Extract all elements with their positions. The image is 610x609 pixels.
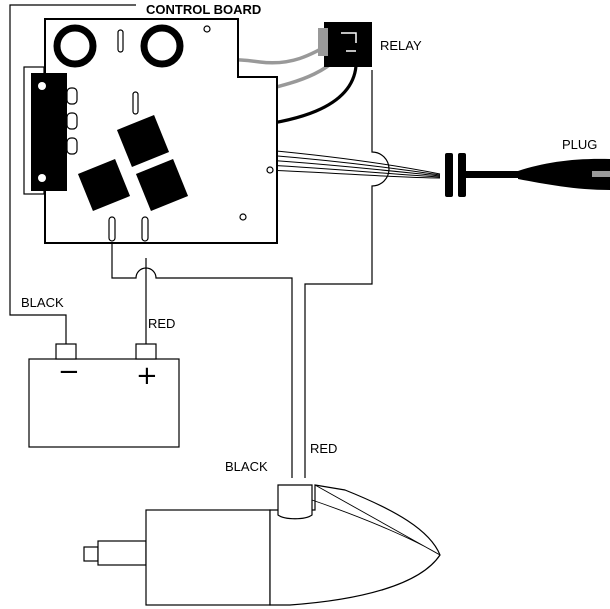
mount-hole-mid [266, 166, 274, 174]
battery-negative-terminal [55, 343, 77, 360]
battery: − + BLACK RED [21, 295, 180, 448]
transistor-top [116, 114, 170, 168]
control-board-label: CONTROL BOARD [146, 2, 261, 17]
relay: RELAY [318, 22, 422, 67]
motor-wire-entry [277, 484, 313, 520]
battery-negative-sign: − [58, 357, 80, 387]
slot-bottom-left [108, 216, 116, 242]
battery-positive-sign: + [136, 361, 158, 391]
battery-red-label: RED [148, 316, 175, 331]
transistor-left [77, 158, 131, 212]
plug-head [518, 158, 610, 190]
relay-label: RELAY [380, 38, 422, 53]
plug-cord [466, 171, 522, 178]
slot-upper [132, 91, 139, 115]
plug-prong [592, 171, 610, 177]
capacitor-right [140, 24, 184, 68]
plug: PLUG [445, 137, 610, 197]
battery-positive-terminal [135, 343, 157, 360]
relay-body [324, 22, 372, 67]
motor-shaft [97, 540, 147, 566]
motor-red-label: RED [310, 441, 337, 456]
mount-hole-bottom [239, 213, 247, 221]
plug-harness [265, 149, 441, 179]
relay-pins [341, 32, 357, 52]
slot-bottom-right [141, 216, 149, 242]
relay-tab [318, 28, 328, 56]
slot-top [117, 29, 124, 53]
mount-hole-top [203, 25, 211, 33]
motor-red-wire [304, 70, 390, 478]
board-terminal-wire [111, 240, 293, 478]
motor: BLACK RED [83, 441, 441, 606]
motor-nose-lines [311, 484, 441, 556]
side-connector [23, 66, 78, 195]
plug-label: PLUG [562, 137, 597, 152]
motor-body [145, 509, 271, 606]
motor-shaft-tip [83, 546, 99, 562]
plug-boot-1 [445, 153, 453, 197]
motor-black-label: BLACK [225, 459, 268, 474]
transistor-right [135, 158, 189, 212]
ground-wire-left [9, 4, 67, 345]
control-board: CONTROL BOARD [23, 2, 278, 244]
battery-black-label: BLACK [21, 295, 64, 310]
plug-boot-2 [458, 153, 466, 197]
battery-body [28, 358, 180, 448]
capacitor-left [53, 24, 97, 68]
